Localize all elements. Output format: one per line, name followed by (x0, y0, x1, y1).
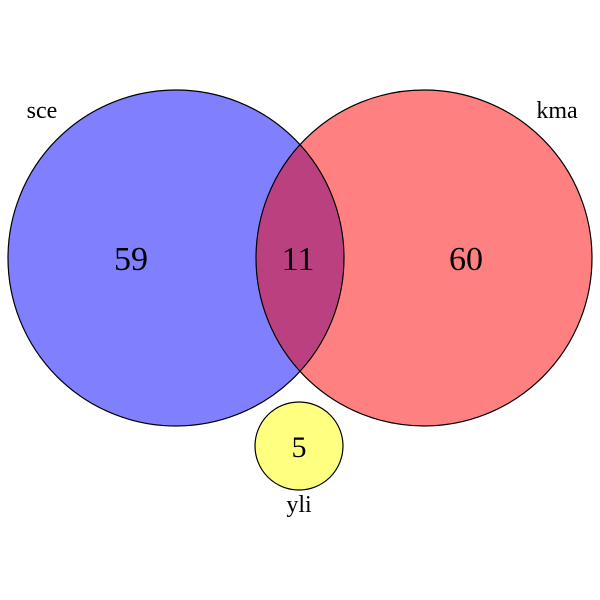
yli-circle-outline (254, 401, 344, 491)
yli-circle (255, 402, 343, 490)
kma-only-count: 60 (449, 241, 483, 278)
sce-set-label: sce (27, 98, 58, 124)
sce-circle (8, 90, 344, 426)
kma-set-label: kma (536, 98, 578, 124)
yli-only-count: 5 (292, 431, 307, 464)
kma-circle (256, 90, 592, 426)
kma-circle-outline (255, 89, 593, 427)
sce-only-count: 59 (114, 241, 148, 278)
yli-set-label: yli (286, 492, 312, 518)
sce-kma-count: 11 (282, 241, 315, 278)
sce-circle-outline (7, 89, 345, 427)
